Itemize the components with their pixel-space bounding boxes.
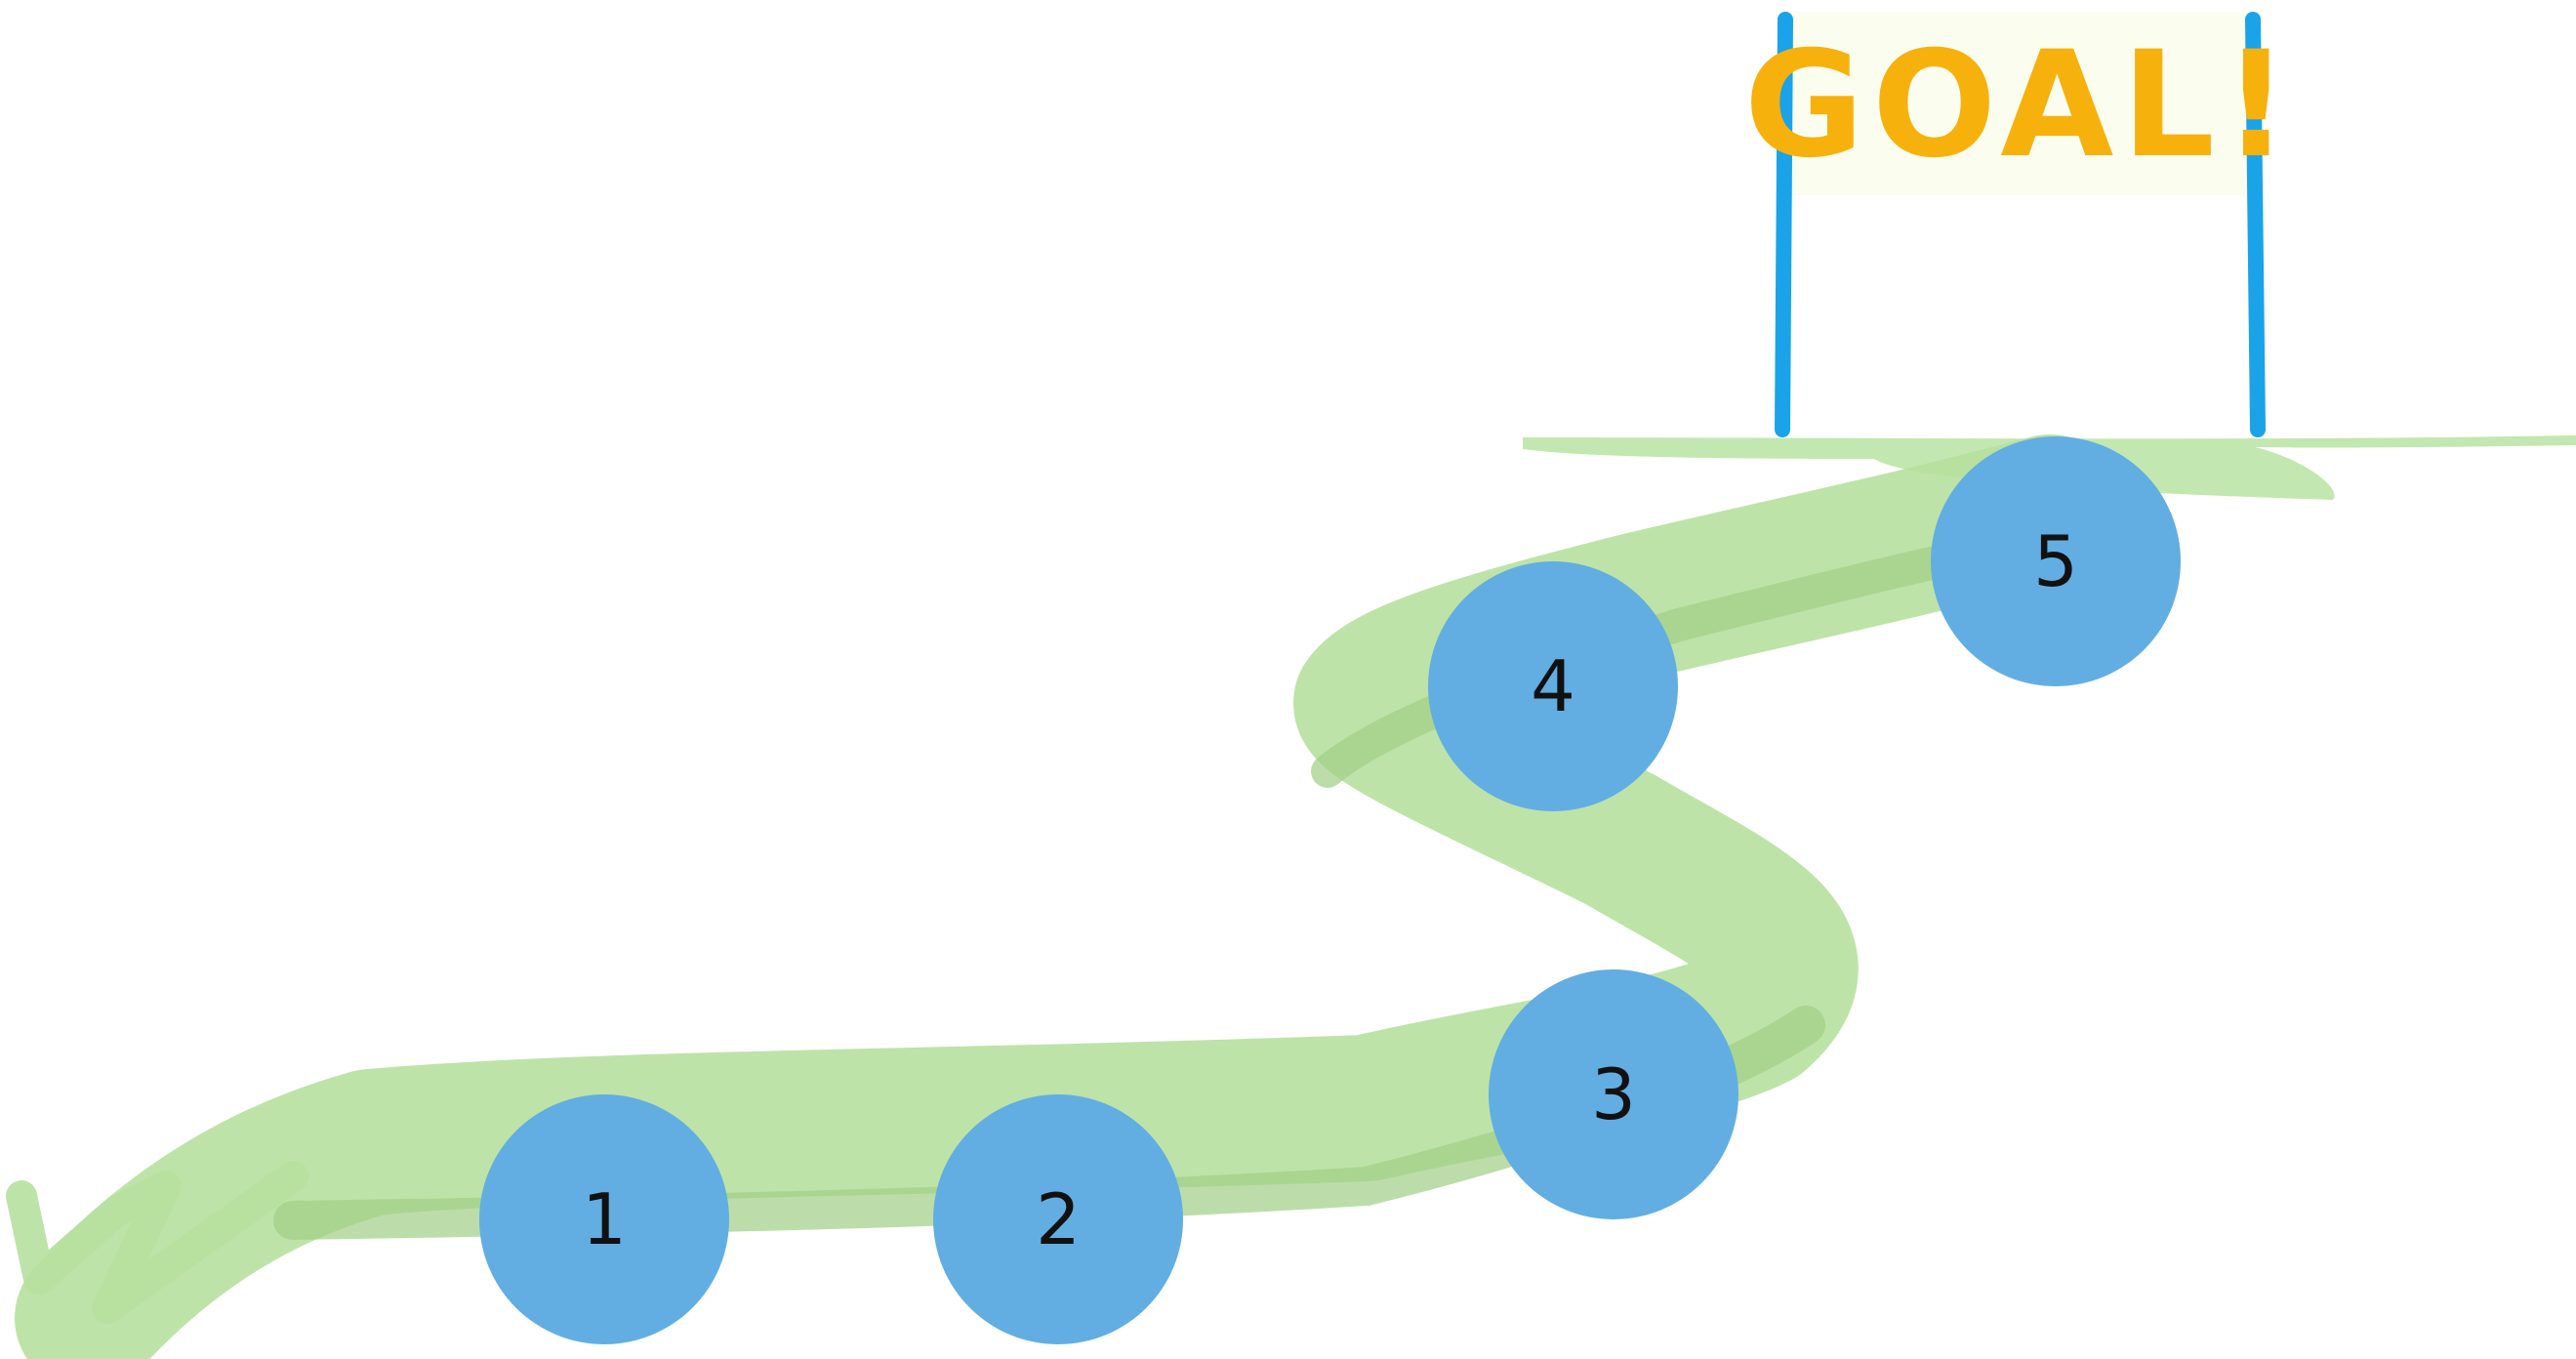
step-label: 2 (1036, 1178, 1081, 1260)
step-1: 1 (479, 1094, 729, 1344)
step-4: 4 (1428, 561, 1678, 811)
step-5: 5 (1931, 436, 2181, 686)
step-label: 5 (2033, 520, 2078, 602)
step-circle (1931, 436, 2181, 686)
goal-banner-text: GOAL! (1744, 21, 2298, 190)
step-circle (1489, 969, 1738, 1219)
step-circle (479, 1094, 729, 1344)
step-2: 2 (933, 1094, 1183, 1344)
step-circle (1428, 561, 1678, 811)
path-tail-scribble (6, 1161, 308, 1324)
step-circle (933, 1094, 1183, 1344)
goal-post-left (1775, 12, 1793, 437)
goal-post-right (2245, 12, 2266, 437)
step-3: 3 (1489, 969, 1738, 1219)
step-label: 3 (1591, 1053, 1636, 1135)
step-label: 1 (582, 1178, 627, 1260)
step-label: 4 (1531, 645, 1575, 727)
goal-banner-background (1786, 12, 2245, 195)
